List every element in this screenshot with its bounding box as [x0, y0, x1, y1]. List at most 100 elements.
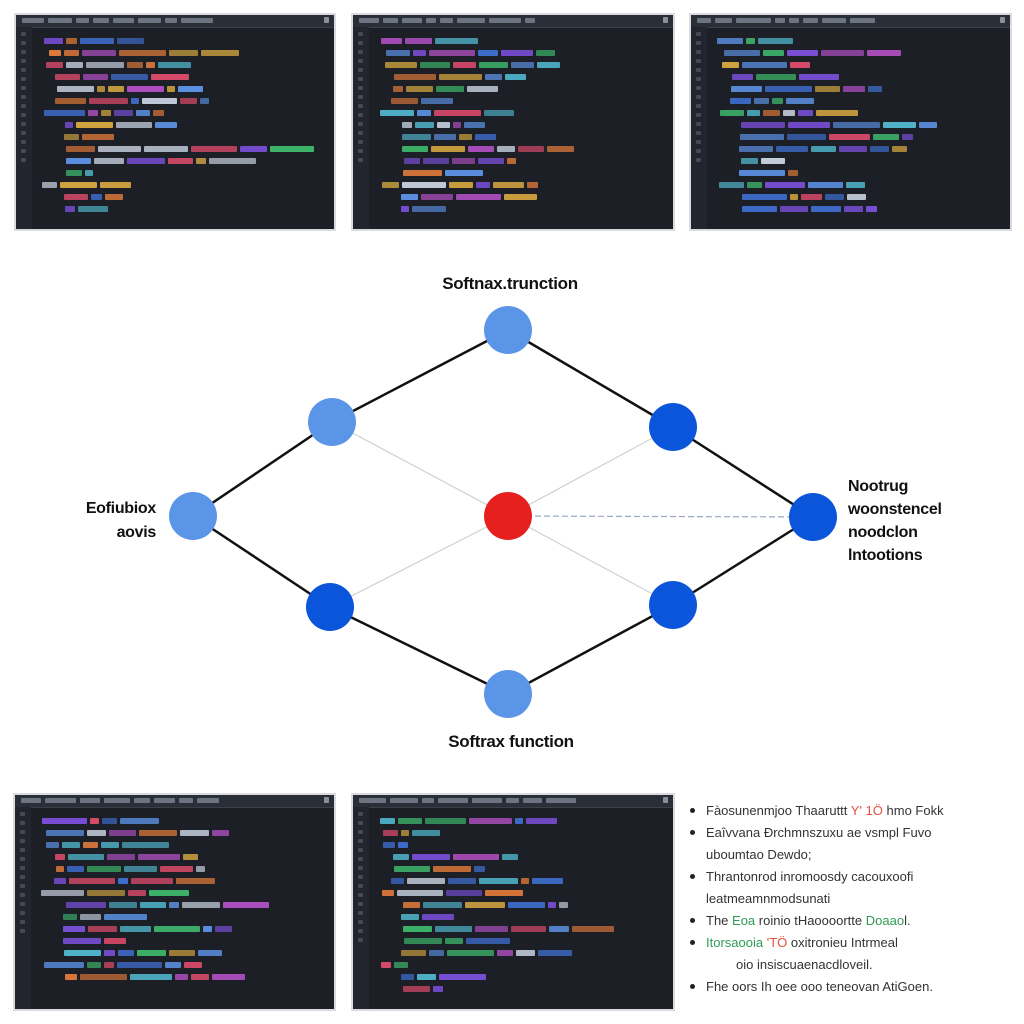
code-token	[54, 878, 66, 884]
code-token	[90, 818, 99, 824]
code-token	[429, 950, 444, 956]
line-number	[696, 104, 701, 108]
label-right-line: lntootions	[848, 547, 923, 564]
code-token	[548, 902, 556, 908]
code-line	[717, 167, 1002, 179]
close-icon[interactable]	[324, 17, 329, 23]
code-token	[401, 950, 426, 956]
line-number-gutter	[691, 27, 707, 229]
code-token	[783, 110, 795, 116]
code-token	[55, 854, 65, 860]
edge-top-to-upper-right	[507, 328, 674, 429]
code-token	[868, 86, 882, 92]
code-line	[379, 131, 665, 143]
code-token	[790, 194, 798, 200]
bullet-icon	[690, 830, 695, 835]
code-token	[401, 830, 409, 836]
code-line	[379, 71, 665, 83]
code-token	[180, 830, 209, 836]
code-token	[111, 74, 148, 80]
note-text: oxitronieu Intrmeal	[790, 935, 898, 950]
close-icon[interactable]	[324, 797, 329, 803]
line-number	[358, 95, 363, 99]
code-token	[453, 62, 476, 68]
bullet-icon	[690, 984, 695, 989]
code-token	[104, 962, 114, 968]
title-text-fragment	[850, 18, 875, 23]
close-icon[interactable]	[1000, 17, 1005, 23]
line-number	[358, 893, 363, 897]
code-token	[124, 866, 157, 872]
code-token	[64, 194, 88, 200]
code-token	[80, 38, 114, 44]
code-token	[97, 86, 105, 92]
panel-titlebar	[353, 795, 673, 808]
code-token	[109, 830, 136, 836]
code-panel-top-left	[14, 13, 336, 231]
code-line	[717, 179, 1002, 191]
line-number-gutter	[353, 807, 369, 1009]
code-token	[223, 902, 269, 908]
line-number	[358, 875, 363, 879]
edge-upper-left-to-center	[331, 421, 509, 517]
line-number	[21, 113, 26, 117]
code-token	[742, 62, 787, 68]
code-token	[433, 866, 471, 872]
code-token	[846, 182, 865, 188]
code-token	[412, 854, 450, 860]
code-token	[572, 926, 614, 932]
line-number	[21, 77, 26, 81]
title-text-fragment	[165, 18, 177, 23]
label-left-line: Eofiubiox	[85, 500, 156, 517]
edge-lower-left-to-center	[329, 515, 509, 608]
code-token	[421, 98, 453, 104]
code-token	[382, 182, 399, 188]
code-token	[175, 974, 188, 980]
code-token	[415, 122, 434, 128]
line-number	[358, 848, 363, 852]
title-text-fragment	[506, 798, 519, 803]
code-token	[44, 962, 84, 968]
code-token	[117, 962, 162, 968]
code-line	[42, 119, 326, 131]
line-number	[358, 866, 363, 870]
close-icon[interactable]	[663, 797, 668, 803]
code-content	[42, 35, 326, 215]
code-token	[80, 914, 101, 920]
code-token	[118, 950, 134, 956]
title-text-fragment	[736, 18, 771, 23]
code-token	[154, 926, 200, 932]
code-token	[116, 122, 152, 128]
code-token	[382, 890, 394, 896]
code-token	[55, 74, 80, 80]
line-number	[358, 812, 363, 816]
line-number	[20, 830, 25, 834]
code-token	[526, 818, 557, 824]
code-token	[479, 878, 518, 884]
code-token	[870, 146, 889, 152]
code-token	[42, 818, 87, 824]
code-token	[167, 86, 175, 92]
title-text-fragment	[21, 798, 41, 803]
title-text-fragment	[197, 798, 219, 803]
line-number	[20, 857, 25, 861]
title-text-fragment	[775, 18, 785, 23]
code-token	[549, 926, 569, 932]
code-token	[739, 146, 773, 152]
code-token	[747, 182, 762, 188]
code-token	[49, 50, 61, 56]
code-line	[379, 923, 665, 935]
line-number	[696, 113, 701, 117]
code-token	[787, 134, 826, 140]
close-icon[interactable]	[663, 17, 668, 23]
code-token	[742, 194, 787, 200]
code-token	[130, 974, 172, 980]
code-token	[128, 890, 146, 896]
code-token	[453, 122, 461, 128]
code-token	[403, 170, 442, 176]
code-token	[758, 38, 793, 44]
edge-bottom-to-lower-right	[507, 603, 674, 696]
code-token	[64, 950, 101, 956]
code-token	[532, 878, 563, 884]
